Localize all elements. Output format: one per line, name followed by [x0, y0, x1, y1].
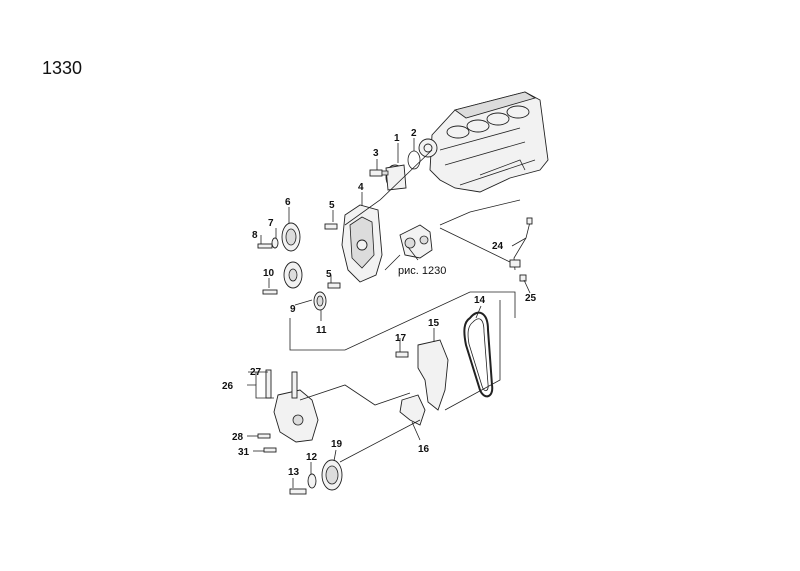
- callout-24: 24: [492, 241, 504, 252]
- cover-bolt: [395, 351, 409, 358]
- callout-6: 6: [285, 197, 291, 208]
- callout-8: 8: [252, 230, 258, 241]
- belt-cover-lower: [399, 394, 426, 426]
- callout-19: 19: [331, 439, 343, 450]
- callout-12: 12: [306, 452, 318, 463]
- callout-14: 14: [474, 295, 486, 306]
- o-ring: [407, 150, 421, 170]
- callout-25: 25: [525, 293, 537, 304]
- belt-cover-upper: [417, 339, 449, 411]
- timing-cover-plate: [341, 204, 383, 283]
- gear-bolt: [257, 243, 273, 249]
- callout-17: 17: [395, 333, 407, 344]
- callout-4: 4: [358, 182, 364, 193]
- callout-15: 15: [428, 318, 440, 329]
- pulley-washer: [307, 473, 317, 489]
- idler-pulley: [262, 261, 303, 295]
- callout-3: 3: [373, 148, 379, 159]
- crankshaft-gear: [313, 291, 327, 311]
- page-number: 1330: [42, 58, 83, 78]
- callout-labels: 1 2 3 4 5 6 7 8 10 5 9 11 14 15 17 24 25…: [222, 128, 537, 478]
- bolt-upper: [324, 223, 338, 230]
- callout-26: 26: [222, 381, 234, 392]
- callout-5-upper: 5: [329, 200, 335, 211]
- timing-belt: [463, 311, 494, 398]
- callout-2: 2: [411, 128, 417, 139]
- engine-block: [418, 91, 549, 193]
- oil-pump: [399, 224, 433, 259]
- crank-pulley: [321, 459, 343, 491]
- washer: [271, 237, 279, 249]
- callout-7: 7: [268, 218, 274, 229]
- callout-11: 11: [316, 325, 327, 336]
- callout-9: 9: [290, 304, 296, 315]
- water-pump: [385, 164, 407, 191]
- callout-1: 1: [394, 133, 400, 144]
- leader-lines: [247, 138, 531, 488]
- callout-28: 28: [232, 432, 244, 443]
- camshaft-gear: [281, 222, 301, 252]
- callout-10: 10: [263, 268, 275, 279]
- bolt-lower: [327, 282, 341, 289]
- sensor: [509, 217, 533, 282]
- callout-16: 16: [418, 444, 430, 455]
- callout-27: 27: [250, 367, 262, 378]
- reference-note: рис. 1230: [398, 265, 446, 277]
- callout-13: 13: [288, 467, 300, 478]
- callout-5-lower: 5: [326, 269, 332, 280]
- callout-31: 31: [238, 447, 250, 458]
- tensioner-bracket: [257, 369, 319, 453]
- bolt: [369, 169, 389, 177]
- pulley-bolt: [289, 488, 307, 495]
